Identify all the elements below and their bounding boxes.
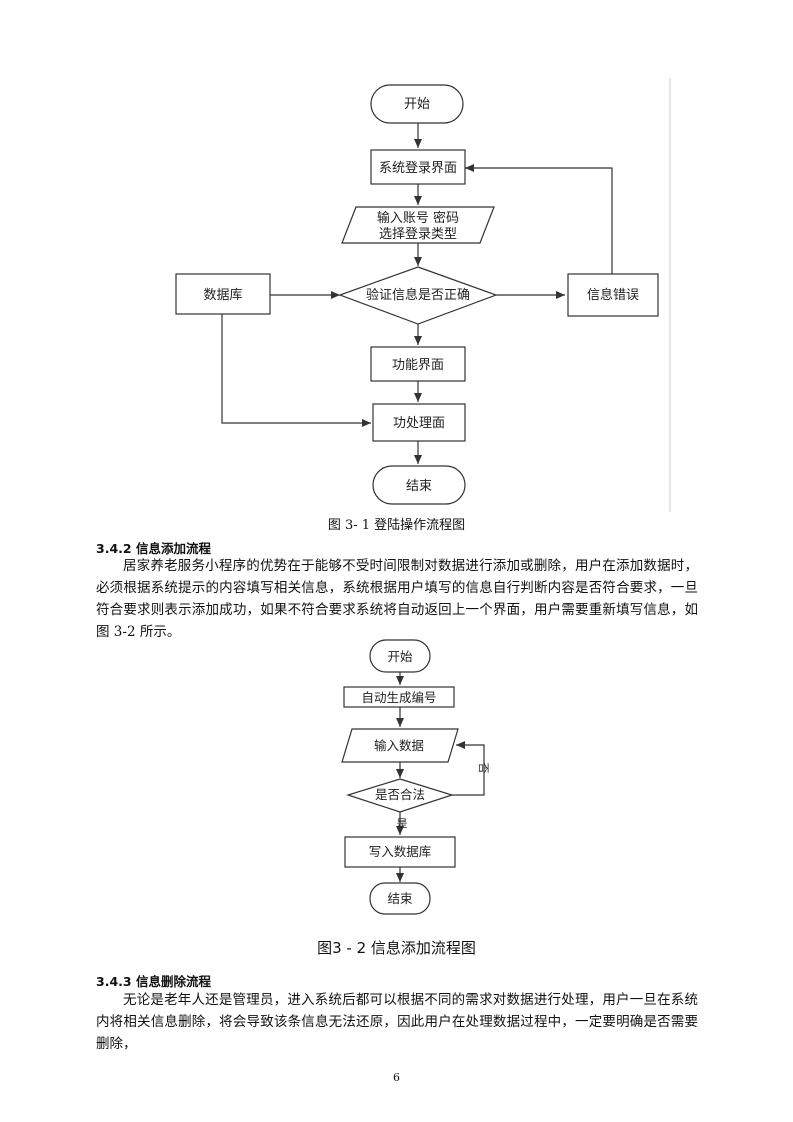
figure-3-2-caption: 图3 - 2 信息添加流程图 — [317, 939, 476, 957]
write-db-box — [344, 836, 456, 868]
input-data-parallelogram — [341, 728, 459, 763]
login-screen-box — [370, 149, 466, 185]
legal-label: 是否合法 — [375, 787, 425, 802]
function-screen-box — [370, 346, 466, 382]
database-label: 数据库 — [203, 287, 242, 303]
add-start-label: 开始 — [387, 649, 413, 664]
login-flowchart: 开始 系统登录界面 输入账号 密码 选择登录类型 数据库 验证信息是否正确 信息… — [175, 78, 671, 512]
yes-label: 是 — [397, 817, 408, 830]
process-screen-box — [372, 403, 466, 442]
page-number: 6 — [393, 1071, 400, 1084]
add-end-label: 结束 — [387, 891, 413, 906]
start-label: 开始 — [404, 97, 430, 112]
input-data-label: 输入数据 — [374, 738, 424, 753]
error-box — [567, 273, 659, 317]
function-screen-label: 功能界面 — [392, 358, 444, 373]
login-screen-label: 系统登录界面 — [379, 161, 457, 176]
input-parallelogram — [341, 206, 495, 244]
add-start-terminal — [369, 639, 431, 673]
input-label-line2: 选择登录类型 — [379, 227, 457, 242]
end-terminal — [372, 465, 466, 505]
section-3-4-2-heading: 3.4.2 信息添加流程 — [96, 541, 211, 556]
auto-id-label: 自动生成编号 — [361, 690, 436, 705]
legal-decision — [346, 778, 454, 813]
section-3-4-3-paragraph: 无论是老年人还是管理员，进入系统后都可以根据不同的需求对数据进行处理，用户一旦在… — [96, 992, 698, 1052]
input-label-line1: 输入账号 密码 — [377, 210, 459, 226]
end-label: 结束 — [406, 479, 432, 494]
verify-label: 验证信息是否正确 — [366, 287, 470, 303]
write-db-label: 写入数据库 — [369, 844, 432, 859]
add-info-flowchart: 开始 自动生成编号 输入数据 是否合法 写入数据库 结束 否 是 — [341, 639, 490, 915]
add-end-terminal — [369, 882, 431, 915]
section-3-4-2-paragraph: 居家养老服务小程序的优势在于能够不受时间限制对数据进行添加或删除，用户在添加数据… — [96, 558, 698, 640]
section-3-4-3-heading: 3.4.3 信息删除流程 — [96, 974, 211, 989]
verify-decision — [338, 266, 498, 325]
process-screen-label: 功处理面 — [393, 416, 445, 431]
no-label: 否 — [477, 763, 490, 774]
auto-id-box — [343, 686, 455, 708]
start-terminal — [370, 84, 464, 124]
figure-3-1-caption: 图 3- 1 登陆操作流程图 — [327, 518, 466, 533]
database-box — [175, 273, 271, 315]
error-label: 信息错误 — [587, 287, 639, 303]
